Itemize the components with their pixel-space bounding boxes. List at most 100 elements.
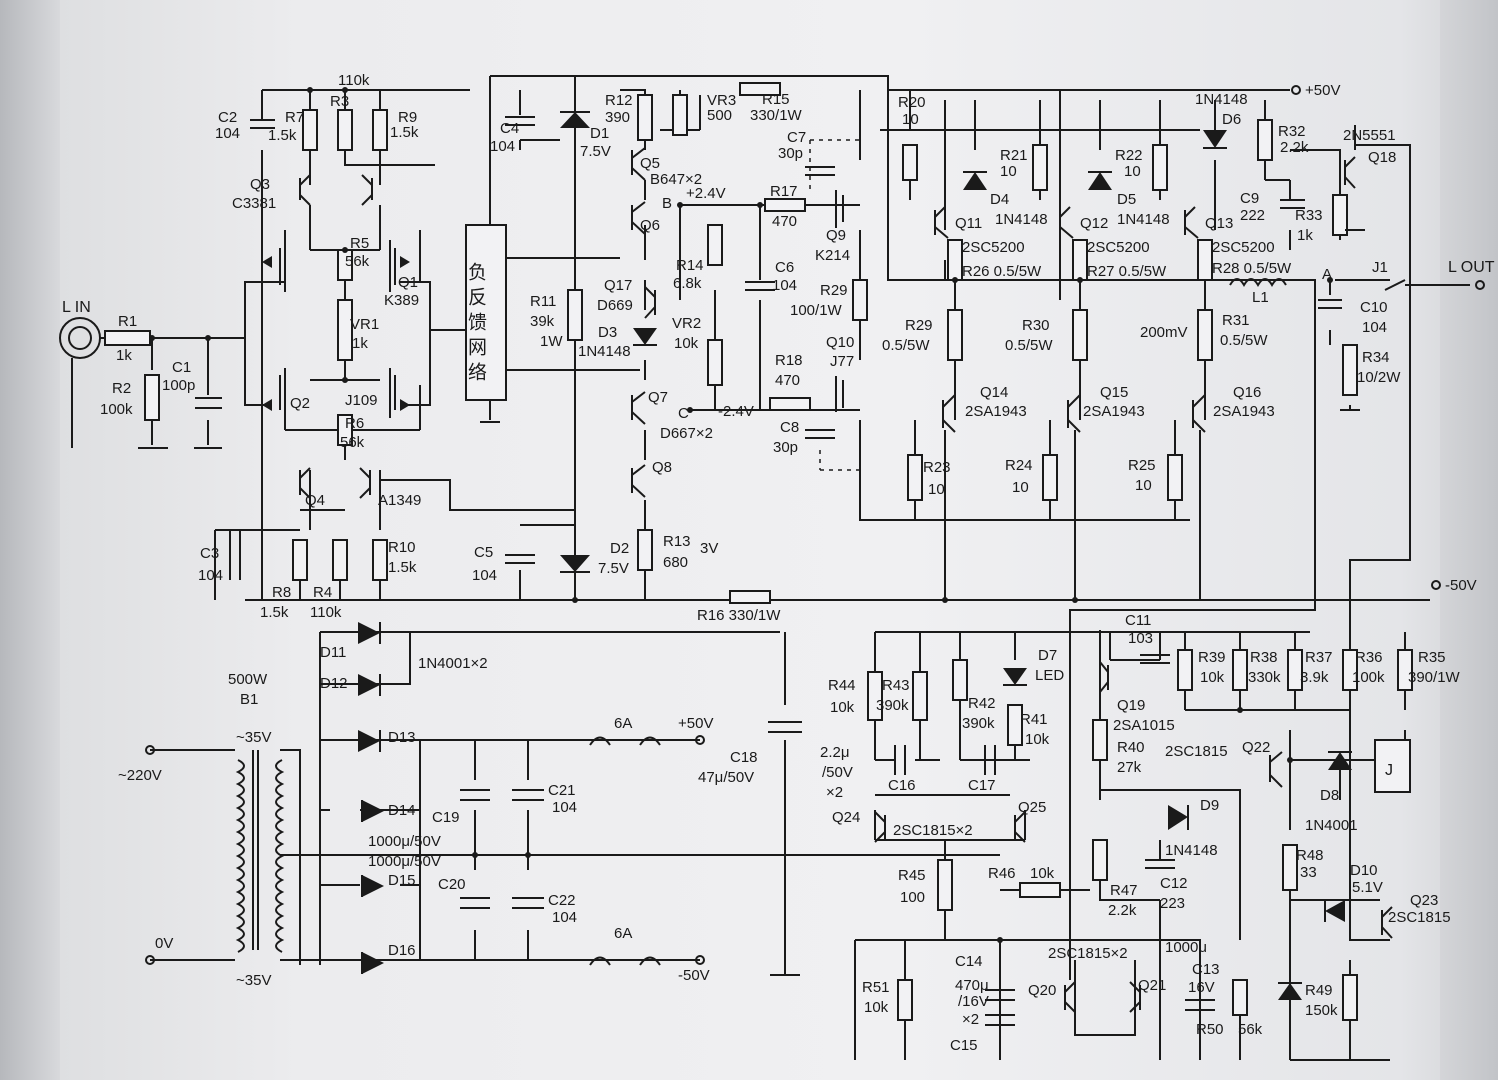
- transformer-power: 500W: [228, 671, 268, 688]
- c17-label: C17: [968, 777, 996, 794]
- r32-label: R32: [1278, 123, 1306, 140]
- d2-label: D2: [610, 540, 629, 557]
- c16-value-3: ×2: [826, 784, 843, 801]
- r17-label: R17: [770, 183, 798, 200]
- diodes: [358, 111, 1352, 1000]
- r1-value: 1k: [116, 347, 132, 364]
- r28-label: R28 0.5/5W: [1212, 260, 1292, 277]
- r47-value: 2.2k: [1108, 902, 1137, 919]
- q15-label: Q15: [1100, 384, 1128, 401]
- c7-value: 30p: [778, 145, 803, 162]
- c20-label: C20: [438, 876, 466, 893]
- q1-label: Q1: [398, 274, 418, 291]
- l-in-label: L IN: [62, 299, 91, 316]
- supply-minus50v: -50V: [678, 967, 710, 984]
- r8-value: 1.5k: [260, 604, 289, 621]
- r38-value: 330k: [1248, 669, 1281, 686]
- d12-label: D12: [320, 675, 348, 692]
- q24-label: Q24: [832, 809, 860, 826]
- node-c-label: C: [678, 405, 689, 422]
- c1-value: 100p: [162, 377, 195, 394]
- r25-value: 10: [1135, 477, 1152, 494]
- d11-d12-type: 1N4001×2: [418, 655, 488, 672]
- vr2-value: 10k: [674, 335, 699, 352]
- vr2-label: VR2: [672, 315, 701, 332]
- q18-label: Q18: [1368, 149, 1396, 166]
- c14-value-1: 470μ: [955, 977, 989, 994]
- feedback-dashed-lines: [809, 139, 860, 471]
- r13-voltage: 3V: [700, 540, 718, 557]
- q11-type: 2SC5200: [962, 239, 1025, 256]
- r38-label: R38: [1250, 649, 1278, 666]
- r15-value: 330/1W: [750, 107, 803, 124]
- minus50v-terminal: -50V: [1445, 577, 1477, 594]
- q19-label: Q19: [1117, 697, 1145, 714]
- c15-label: C15: [950, 1037, 978, 1054]
- q2-label: Q2: [290, 395, 310, 412]
- r21-value: 10: [1000, 163, 1017, 180]
- l1-label: L1: [1252, 289, 1269, 306]
- d14-label: D14: [388, 802, 416, 819]
- d6-label: D6: [1222, 111, 1241, 128]
- r50-label: R50: [1196, 1021, 1224, 1038]
- resistors: [104, 82, 1413, 1021]
- r8-label: R8: [272, 584, 291, 601]
- c7-label: C7: [787, 129, 806, 146]
- d5-value: 1N4148: [1117, 211, 1170, 228]
- r14-label: R14: [676, 257, 704, 274]
- q9-label: Q9: [826, 227, 846, 244]
- r31-voltage: 200mV: [1140, 324, 1188, 341]
- j77-label: J77: [830, 353, 854, 370]
- capacitors: [195, 116, 1342, 1026]
- r37-label: R37: [1305, 649, 1333, 666]
- c10-label: C10: [1360, 299, 1388, 316]
- r18-value: 470: [775, 372, 800, 389]
- q7-label: Q7: [648, 389, 668, 406]
- r40-label: R40: [1117, 739, 1145, 756]
- r37-value: 3.9k: [1300, 669, 1329, 686]
- q4-label: Q4: [305, 492, 325, 509]
- r3-value: 110k: [338, 72, 370, 89]
- r12-value: 390: [605, 109, 630, 126]
- r6-value: 56k: [340, 434, 365, 451]
- r4-value: 110k: [310, 604, 342, 621]
- q12-label: Q12: [1080, 215, 1108, 232]
- r20-value: 10: [902, 111, 919, 128]
- junction-dots: [149, 87, 1333, 943]
- d10-label: D10: [1350, 862, 1378, 879]
- n5551-label: 2N5551: [1343, 127, 1396, 144]
- r33-label: R33: [1295, 207, 1323, 224]
- c4-label: C4: [500, 120, 519, 137]
- q25-label: Q25: [1018, 799, 1046, 816]
- supply-plus50v: +50V: [678, 715, 713, 732]
- r50-value: 56k: [1238, 1021, 1263, 1038]
- q3-label: Q3: [250, 176, 270, 193]
- q21-label: Q21: [1138, 977, 1166, 994]
- r24-value: 10: [1012, 479, 1029, 496]
- r41-label: R41: [1020, 711, 1048, 728]
- r39-label: R39: [1198, 649, 1226, 666]
- r2-value: 100k: [100, 401, 133, 418]
- c13-value-top: 1000μ: [1165, 939, 1207, 956]
- q22-label: Q22: [1242, 739, 1270, 756]
- r23-label: R23: [923, 459, 951, 476]
- r29a-value: 100/1W: [790, 302, 843, 319]
- q16-label: Q16: [1233, 384, 1261, 401]
- d669-label: D669: [597, 297, 633, 314]
- r32-value: 2.2k: [1280, 139, 1309, 156]
- r12-label: R12: [605, 92, 633, 109]
- r29-value: 0.5/5W: [882, 337, 930, 354]
- d7-value: LED: [1035, 667, 1064, 684]
- q14-label: Q14: [980, 384, 1008, 401]
- d3-value: 1N4148: [578, 343, 631, 360]
- r9-value: 1.5k: [390, 124, 419, 141]
- c2-label: C2: [218, 109, 237, 126]
- d6-value: 1N4148: [1195, 91, 1248, 108]
- c22-label: C22: [548, 892, 576, 909]
- c6-value: 104: [772, 277, 797, 294]
- vr3-value: 500: [707, 107, 732, 124]
- d8-value: 1N4001: [1305, 817, 1358, 834]
- r23-value: 10: [928, 481, 945, 498]
- r49-label: R49: [1305, 982, 1333, 999]
